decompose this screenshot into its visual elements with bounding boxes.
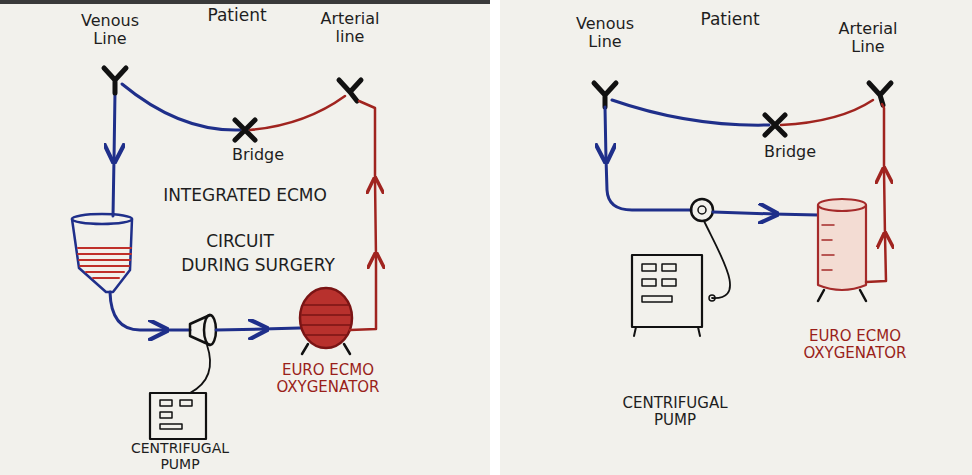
console-controls (160, 400, 192, 429)
oxygenator-label: EURO ECMO OXYGENATOR (803, 328, 906, 361)
oxygenator (818, 205, 866, 290)
pump-console (150, 393, 206, 439)
oxygenator-legs (302, 344, 350, 354)
circuit-title: DURING SURGERY (181, 256, 335, 275)
bridge-clamp (235, 120, 255, 140)
arterial-tube (781, 100, 873, 125)
bridge-label: Bridge (232, 146, 284, 164)
arterial-tube (375, 180, 376, 257)
pump-cable (190, 345, 210, 393)
oxygenator (300, 288, 352, 348)
reservoir-rim (72, 214, 132, 224)
venous-tube (113, 158, 114, 216)
pump-console (632, 255, 702, 327)
oxygenator-label: EURO ECMO OXYGENATOR (276, 362, 379, 395)
venous-tube (122, 84, 240, 130)
arterial-tube (884, 170, 885, 237)
line-label: Venous Line (81, 12, 139, 47)
paper-edge (0, 0, 490, 4)
arterial-tube (882, 104, 884, 172)
oxygenator-legs (818, 290, 866, 301)
paper-panel (500, 0, 972, 475)
venous-tube (216, 329, 265, 330)
oxygenator (818, 199, 866, 211)
cable-plug (709, 295, 715, 301)
pump-label: CENTRIFUGAL PUMP (131, 441, 229, 472)
arterial-tube (250, 96, 345, 130)
y-connector (594, 83, 616, 107)
arterial-tube (866, 235, 886, 282)
pump-head (698, 206, 706, 214)
pump-label: CENTRIFUGAL PUMP (622, 395, 727, 428)
console-legs (634, 327, 700, 336)
panel-heading: Patient (207, 6, 266, 25)
panel-heading: Patient (700, 10, 759, 29)
venous-tube (606, 158, 691, 210)
oxygenator-scale (822, 225, 834, 270)
venous-tube (163, 329, 190, 332)
venous-tube (263, 328, 300, 329)
bridge-label: Bridge (764, 143, 816, 161)
reservoir-blood (78, 248, 131, 278)
venous-tube (713, 212, 775, 214)
line-label: Arterial line (321, 10, 380, 45)
venous-tube (612, 100, 769, 125)
circuit-title: INTEGRATED ECMO (163, 186, 327, 205)
oxygenator-texture (302, 305, 350, 335)
y-connector (104, 68, 126, 93)
paper-panel (0, 0, 490, 475)
y-connector (339, 80, 361, 101)
venous-reservoir (72, 219, 132, 292)
arterial-tube (359, 101, 375, 182)
pump-cable (704, 221, 730, 298)
venous-tube (605, 107, 606, 160)
venous-tube (114, 92, 115, 160)
line-label: Venous Line (576, 15, 634, 50)
pump-head (204, 315, 216, 345)
venous-tube (110, 292, 165, 330)
arterial-tube (350, 255, 376, 330)
circuit-title: CIRCUIT (206, 232, 274, 251)
line-label: Arterial Line (839, 20, 898, 55)
console-controls (642, 264, 676, 302)
pump-head (691, 199, 713, 221)
venous-tube (773, 214, 818, 215)
